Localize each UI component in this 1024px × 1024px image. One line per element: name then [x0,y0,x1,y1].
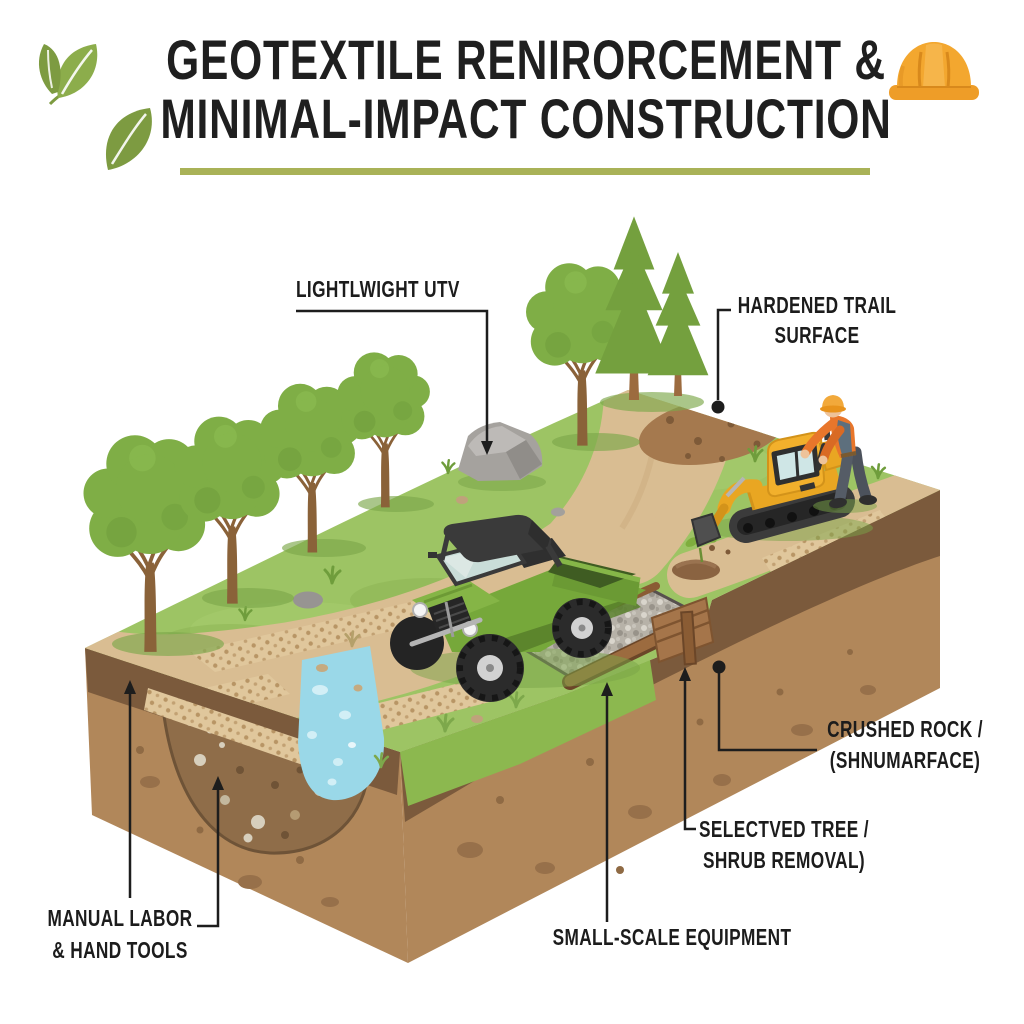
leader-manual-labor-right [197,776,224,928]
worker [800,395,877,513]
label-hardened-trail-surface: HARDENED TRAIL SURFACE [737,292,897,348]
utv-wheel [456,634,524,702]
leaf-icon [38,44,152,170]
utv-headlight [412,602,428,618]
water-channel [298,646,385,801]
excavator-bucket [690,512,722,548]
leader-tree-removal [679,667,696,831]
leader-hardened-trail [711,308,731,414]
title-line-2: MINIMAL-IMPACT CONSTRUCTION [160,87,892,150]
leader-crushed-rock [712,660,817,752]
small-rock [293,496,565,723]
leader-lightweight-utv [296,309,493,455]
timber-crib-wall [650,596,715,666]
title-line-1: GEOTEXTILE RENIRORCEMENT & [166,28,886,91]
label-lightweight-utv: LIGHTLWIGHT UTV [296,276,460,302]
page-title: GEOTEXTILE RENIRORCEMENT & MINIMAL-IMPAC… [26,30,1024,148]
utv [390,514,646,702]
hard-hat-icon [889,42,979,100]
label-crushed-rock: CRUSHED ROCK / (SHNUMARFACE) [827,716,983,773]
leader-small-scale-equipment [601,682,613,922]
label-manual-labor: MANUAL LABOR & HAND TOOLS [47,905,193,963]
label-tree-shrub-removal: SELECTVED TREE / SHRUB REMOVAL) [699,816,869,873]
title-underline [180,168,870,175]
utv-wheel [552,598,612,658]
utv-roof [443,514,552,563]
rock [458,422,546,491]
worker-hard-hat [822,395,844,409]
label-small-scale-equipment: SMALL-SCALE EQUIPMENT [552,924,792,950]
leader-manual-labor-left [124,680,136,898]
tree-shadows [112,392,704,656]
